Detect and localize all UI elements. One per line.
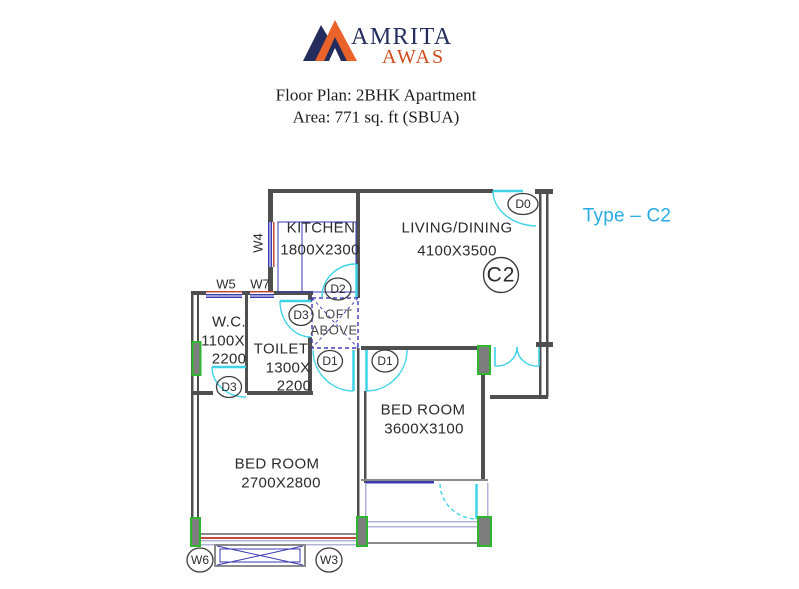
door-tag-d1-left: D1 (322, 354, 338, 368)
walls (191, 189, 553, 543)
bedroom-left-dims: 2700X2800 (241, 474, 321, 492)
door-tag-d3-wc: D3 (221, 380, 237, 394)
page-subtitle: Area: 771 sq. ft (SBUA) (292, 107, 460, 127)
loft-above-box (311, 297, 359, 349)
door-tag-d2: D2 (330, 282, 346, 296)
wc-label: W.C. (211, 313, 247, 331)
page-title: Floor Plan: 2BHK Apartment (275, 85, 477, 105)
wc-dims-line1: 1100X (201, 332, 245, 350)
label-circles (186, 192, 539, 573)
brand-name: AMRITA (351, 24, 453, 50)
unit-code-badge: C2 (486, 263, 516, 287)
chajja-projection-box (214, 544, 306, 567)
toilet-label: TOILET (253, 340, 309, 358)
door-tag-d0: D0 (515, 197, 531, 211)
window-tag-w6: W6 (191, 553, 209, 567)
windows-linework (199, 222, 434, 539)
thin-lines (191, 479, 491, 546)
columns (190, 341, 492, 547)
window-tag-w7: W7 (250, 276, 270, 292)
unit-type-label: Type – C2 (582, 205, 672, 227)
brand-subname: AWAS (382, 46, 446, 68)
door-tag-d3-toilet: D3 (293, 308, 309, 322)
living-dining-label: LIVING/DINING (401, 219, 513, 237)
kitchen-platform-lines (277, 221, 357, 293)
toilet-dims-line1: 1300X (265, 359, 311, 377)
loft-above-line2: ABOVE (310, 322, 358, 338)
toilet-dims-line2: 2200 (276, 377, 312, 395)
kitchen-dims: 1800X2300 (280, 241, 360, 259)
living-dining-dims: 4100X3500 (417, 242, 497, 260)
window-tag-w4: W4 (250, 233, 266, 253)
kitchen-label: KITCHEN (286, 219, 356, 237)
loft-above-line1: LOFT (317, 306, 353, 322)
brand-logo-mountains-icon (303, 20, 357, 61)
door-swings (211, 189, 540, 520)
window-tag-w3: W3 (320, 553, 338, 567)
wc-dims-line2: 2200 (211, 350, 247, 368)
bedroom-left-label: BED ROOM (234, 455, 320, 473)
bedroom-right-dims: 3600X3100 (384, 420, 464, 438)
bedroom-right-label: BED ROOM (380, 401, 466, 419)
window-tag-w5: W5 (216, 276, 236, 292)
door-tag-d1-right: D1 (377, 354, 393, 368)
